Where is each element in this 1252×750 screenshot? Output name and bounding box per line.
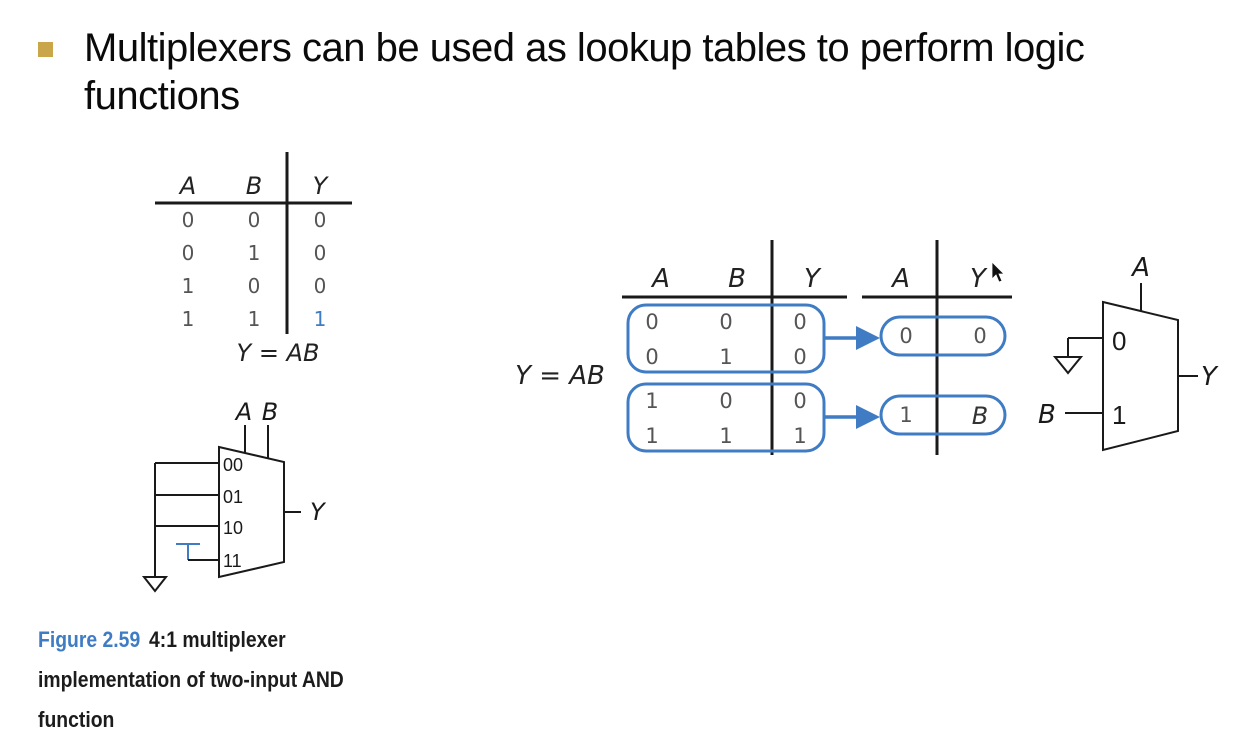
reduced-cell: 0 — [899, 324, 912, 348]
mux4-input-label: 10 — [223, 518, 243, 538]
mux2-input-label: 1 — [1112, 400, 1126, 430]
left-cell: 1 — [182, 274, 195, 298]
reduced-header-y: Y — [970, 264, 988, 294]
reduced-cell: B — [972, 402, 988, 430]
ground-icon — [1052, 356, 1084, 375]
bullet-square-icon — [38, 42, 53, 57]
mux4-select-a-label: A — [234, 398, 252, 426]
left-cell: 1 — [248, 241, 261, 265]
left-cell-highlight: 1 — [314, 307, 327, 331]
mux4-output-label: Y — [310, 498, 327, 526]
figure-number: Figure 2.59 — [38, 627, 141, 652]
full-header-a: A — [650, 264, 670, 294]
full-cell: 0 — [793, 310, 806, 334]
arrow-right-icon — [824, 326, 880, 350]
mux4-select-b-label: B — [262, 398, 278, 426]
full-header-y: Y — [804, 264, 822, 294]
mux2-output-label: Y — [1201, 362, 1219, 392]
full-cell: 0 — [793, 345, 806, 369]
left-cell: 1 — [248, 307, 261, 331]
mux4-input-label: 01 — [223, 487, 243, 507]
ground-icon — [141, 576, 169, 593]
mux2-input-label: 0 — [1112, 326, 1126, 356]
reduced-row-highlight — [879, 394, 1007, 436]
right-reduced-table: A 0 0 1 B — [862, 240, 1012, 455]
reduced-cell: 0 — [973, 324, 986, 348]
full-cell: 1 — [645, 424, 658, 448]
vdd-icon — [176, 543, 200, 560]
left-header-b: B — [246, 172, 262, 200]
left-truth-table: A B Y 0 0 0 0 1 0 1 0 0 1 1 1 Y = AB — [155, 152, 352, 367]
left-cell: 0 — [314, 274, 327, 298]
full-cell: 1 — [719, 424, 732, 448]
full-header-b: B — [728, 264, 746, 294]
full-cell: 0 — [719, 389, 732, 413]
mux-2to1 — [1052, 283, 1198, 452]
mux4-body — [218, 445, 285, 579]
left-cell: 0 — [248, 208, 261, 232]
arrow-right-icon — [824, 405, 880, 429]
right-equation: Y = AB — [515, 361, 605, 391]
mux-4to1 — [141, 425, 301, 593]
left-cell: 0 — [182, 241, 195, 265]
left-cell: 0 — [314, 241, 327, 265]
full-cell: 1 — [793, 424, 806, 448]
full-cell: 0 — [645, 345, 658, 369]
reduced-header-a: A — [890, 264, 910, 294]
mux4-input-label: 00 — [223, 455, 243, 475]
left-header-y: Y — [313, 172, 330, 200]
full-cell: 0 — [793, 389, 806, 413]
full-cell: 0 — [719, 310, 732, 334]
full-cell: 1 — [645, 389, 658, 413]
full-cell: 1 — [719, 345, 732, 369]
right-full-table: A B Y 0 0 0 0 1 0 1 0 0 1 1 1 — [622, 240, 880, 455]
slide-bullet-text: Multiplexers can be used as lookup table… — [84, 26, 1085, 118]
full-cell: 0 — [645, 310, 658, 334]
mux2-select-label: A — [1130, 253, 1150, 283]
mux2-body — [1102, 300, 1179, 452]
figure-caption-text: 4:1 multiplexer implementation of two-in… — [38, 627, 344, 732]
left-cell: 0 — [248, 274, 261, 298]
left-cell: 1 — [182, 307, 195, 331]
reduced-row-highlight — [879, 315, 1007, 357]
mux2-input-b-label: B — [1038, 400, 1056, 430]
left-header-a: A — [178, 172, 196, 200]
mux4-input-label: 11 — [223, 551, 242, 571]
left-equation: Y = AB — [237, 339, 320, 367]
mouse-cursor-icon — [991, 261, 1005, 283]
left-cell: 0 — [182, 208, 195, 232]
left-cell: 0 — [314, 208, 327, 232]
reduced-cell: 1 — [899, 403, 912, 427]
